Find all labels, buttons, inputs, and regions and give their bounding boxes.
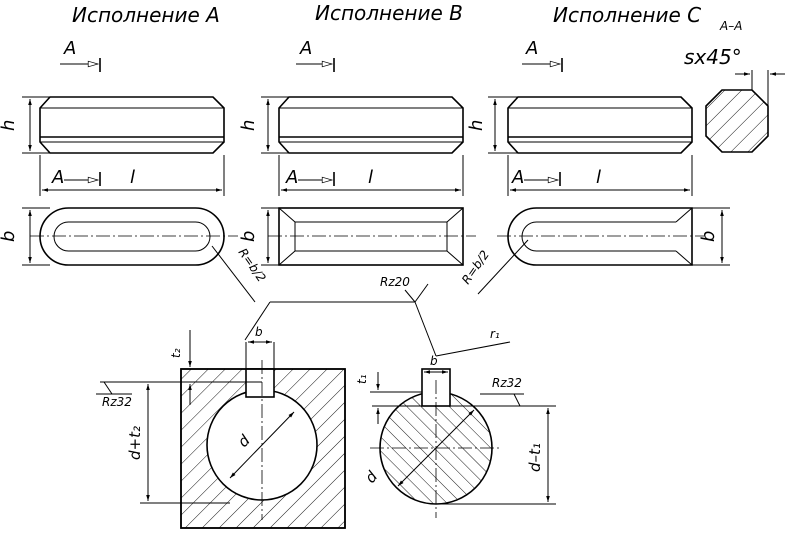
variant-c-radius-label: R=b/2 <box>459 248 492 287</box>
hub-dimension-label: d+t₂ <box>126 426 144 460</box>
variant-a-plan-view: b R=b/2 <box>0 207 269 303</box>
variant-b-section-mark-bottom: A <box>285 167 298 188</box>
hub-key-width-label: b <box>255 325 263 339</box>
shaft-depth-label: t₁ <box>355 374 369 384</box>
variant-c-title: Исполнение C <box>553 3 701 27</box>
variant-b-title: Исполнение B <box>315 1 463 25</box>
hub-depth-label: t₂ <box>169 348 183 358</box>
variant-c-plan-view: b R=b/2 <box>459 207 730 295</box>
section-a-a-title: A–A <box>719 19 742 33</box>
shaft-key-width-label: b <box>430 354 438 368</box>
section-a-a: A–A sx45° <box>684 19 785 153</box>
roughness-top-label: Rz20 <box>380 275 410 289</box>
variant-a-height-label: h <box>0 120 19 131</box>
shaft-section: b r₁ t₁ d–t₁ Rz32 d <box>355 327 556 518</box>
variant-c-section-mark-bottom: A <box>511 167 524 188</box>
shaft-roughness-label: Rz32 <box>492 376 522 390</box>
variant-a-title: Исполнение A <box>72 3 220 27</box>
shaft-radius-label: r₁ <box>490 327 500 341</box>
variant-b-section-mark-top: A <box>299 38 312 59</box>
section-chamfer-label: sx45° <box>684 45 742 69</box>
hub-roughness-label: Rz32 <box>102 395 132 409</box>
variant-c-width-label: b <box>698 231 719 242</box>
shaft-dimension-label: d–t₁ <box>526 443 544 472</box>
variant-b-plan-view: b <box>238 207 476 266</box>
hub-section: b t₂ d+t₂ Rz32 d <box>96 325 346 529</box>
variant-b-front-view: A h A l <box>238 38 464 196</box>
variant-c-section-mark-top: A <box>525 38 538 59</box>
roughness-top: Rz20 <box>244 275 437 357</box>
variant-c-height-label: h <box>466 120 487 131</box>
variant-b-length-label: l <box>368 167 373 188</box>
variant-a-width-label: b <box>0 231 19 242</box>
variant-c-length-label: l <box>596 167 601 188</box>
variant-c-front-view: A h A l <box>466 38 693 196</box>
variant-a-section-mark-bottom: A <box>51 167 64 188</box>
variant-b-width-label: b <box>238 231 259 242</box>
variant-a-length-label: l <box>130 167 135 188</box>
variant-b-height-label: h <box>238 120 259 131</box>
variant-a-section-mark-top: A <box>63 38 76 59</box>
variant-a-front-view: A h A l <box>0 38 225 196</box>
shaft-diameter-label: d <box>361 467 381 486</box>
